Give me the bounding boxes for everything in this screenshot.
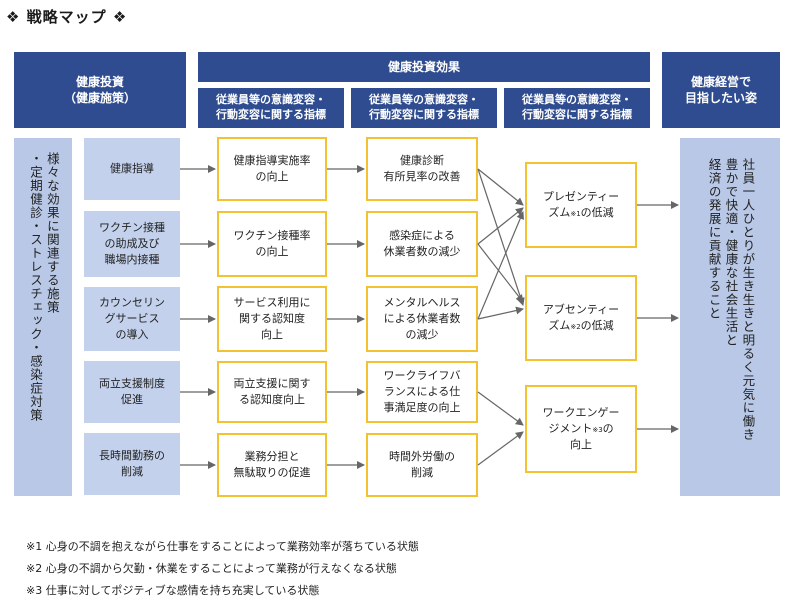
outcome-post: の低減 (580, 319, 614, 332)
header-indicator-1: 従業員等の意識変容・ 行動変容に関する指標 (198, 88, 344, 128)
outcome-engagement: ワークエンゲー ジメント※3の 向上 (525, 385, 637, 473)
outcome-mark: ※1 (570, 210, 581, 218)
outcome-pre: ワークエンゲー ジメント (542, 406, 620, 436)
header-goal: 健康経営で 目指したい姿 (662, 52, 780, 128)
outcome-post: の 向上 (570, 422, 614, 451)
footnote: ※2 心身の不調から欠勤・休業をすることによって業務が行えなくなる状態 (26, 562, 397, 575)
indicator-b-item: 時間外労働の 削減 (366, 433, 478, 497)
outcome-pre: プレゼンティー ズム (542, 190, 620, 219)
investment-item: カウンセリン グサービス の導入 (84, 287, 180, 351)
arrow-line (477, 168, 524, 206)
arrow-line (477, 306, 524, 320)
footnote: ※3 仕事に対してポジティブな感情を持ち充実している状態 (26, 584, 320, 597)
indicator-b-item: ワークライフバ ランスによる仕 事満足度の向上 (366, 361, 478, 423)
indicator-a-item: 業務分担と 無駄取りの促進 (217, 433, 327, 497)
header-investment: 健康投資 （健康施策） (14, 52, 186, 128)
indicator-a-item: ワクチン接種率 の向上 (217, 211, 327, 277)
arrow-line (477, 391, 524, 426)
header-indicator-3: 従業員等の意識変容・ 行動変容に関する指標 (504, 88, 650, 128)
outcome-pre: アブセンティー ズム (542, 303, 620, 332)
investment-item: 長時間勤務の 削減 (84, 433, 180, 495)
investment-item: ワクチン接種 の助成及び 職場内接種 (84, 211, 180, 277)
outcome-post: の低減 (580, 206, 614, 219)
investment-item: 両立支援制度 促進 (84, 361, 180, 423)
indicator-a-item: 両立支援に関す る認知度向上 (217, 361, 327, 423)
left-policy-box: 様々な効果に関連する施策 ・定期健診・ストレスチェック・感染症対策 (14, 138, 72, 496)
footnote: ※1 心身の不調を抱えながら仕事をすることによって業務効率が落ちている状態 (26, 540, 419, 553)
header-indicator-2: 従業員等の意識変容・ 行動変容に関する指標 (351, 88, 497, 128)
arrow-line (477, 431, 524, 466)
outcome-mark: ※3 (592, 426, 603, 435)
arrow-line (477, 243, 524, 303)
indicator-a-item: 健康指導実施率 の向上 (217, 137, 327, 201)
arrow-line (477, 211, 524, 320)
indicator-b-item: 健康診断 有所見率の改善 (366, 137, 478, 201)
indicator-b-item: 感染症による 休業者数の減少 (366, 211, 478, 277)
left-policy-text: 様々な効果に関連する施策 ・定期健診・ストレスチェック・感染症対策 (28, 152, 60, 422)
outcome-absenteeism: アブセンティー ズム※2の低減 (525, 275, 637, 361)
header-effect: 健康投資効果 (198, 52, 650, 82)
outcome-presenteeism: プレゼンティー ズム※1の低減 (525, 162, 637, 248)
goal-box: 社員一人ひとりが生き生きと明るく元気に働き 豊かで快適・健康な社会生活と 経済の… (680, 138, 780, 496)
indicator-a-item: サービス利用に 関する認知度 向上 (217, 286, 327, 352)
page-title: ❖ 戦略マップ ❖ (6, 8, 128, 26)
indicator-b-item: メンタルヘルス による休業者数 の減少 (366, 286, 478, 352)
arrow-line (477, 207, 524, 245)
arrow-line (477, 168, 525, 306)
investment-item: 健康指導 (84, 138, 180, 200)
outcome-mark: ※2 (570, 323, 581, 331)
goal-text: 社員一人ひとりが生き生きと明るく元気に働き 豊かで快適・健康な社会生活と 経済の… (706, 158, 756, 442)
